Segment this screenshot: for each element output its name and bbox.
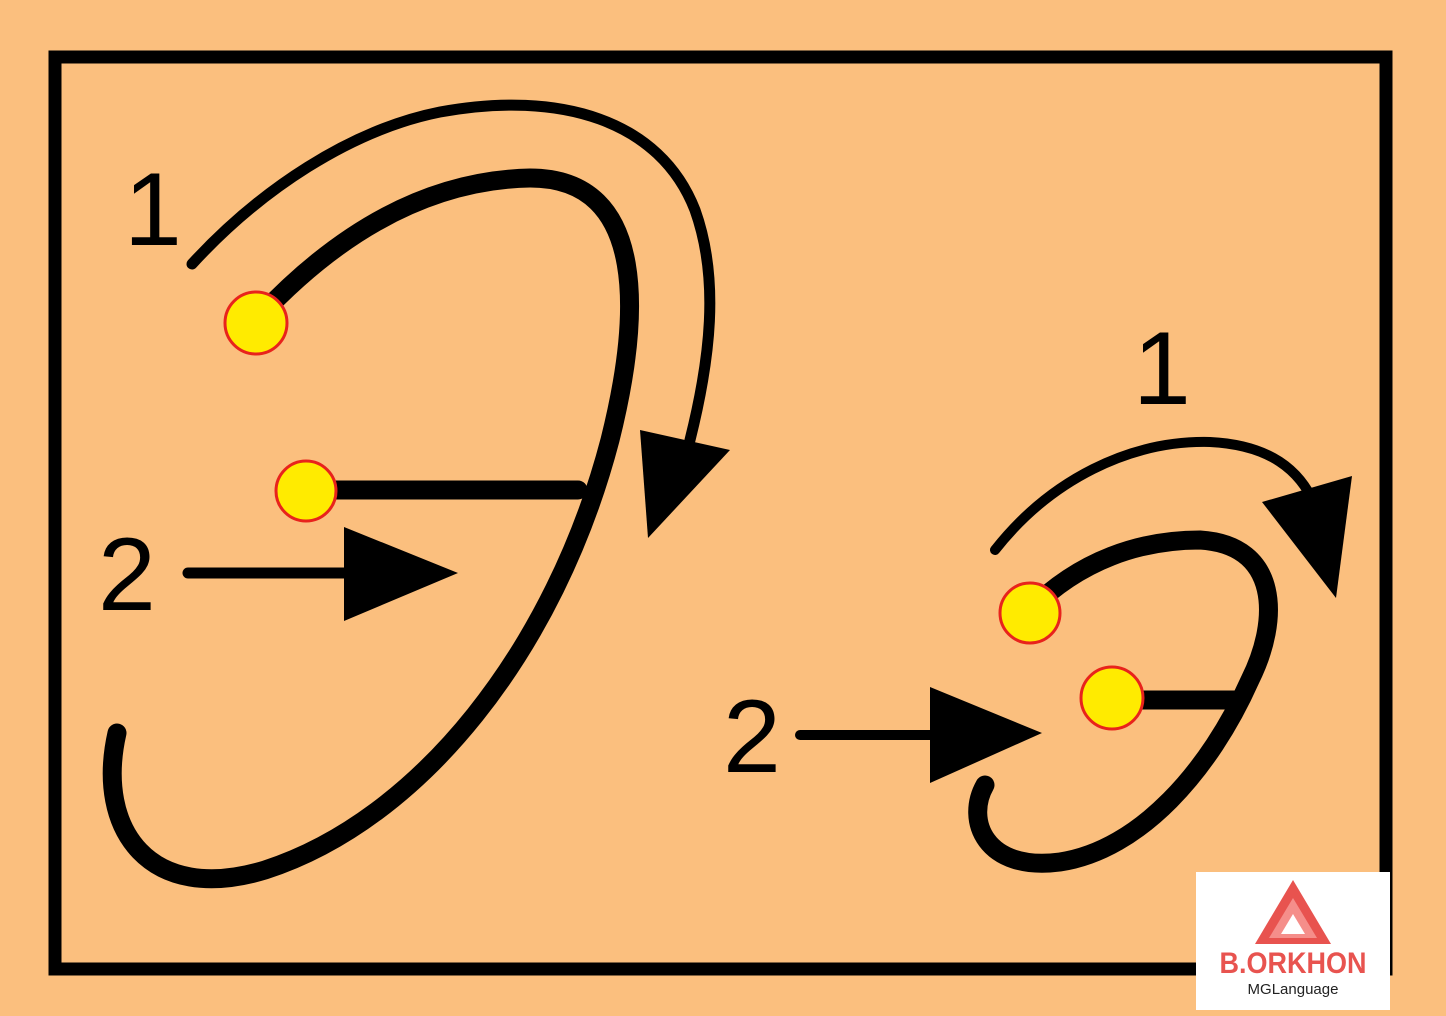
logo-title: B.ORKHON: [1219, 946, 1367, 980]
triangle-logo-icon: [1255, 880, 1331, 944]
large-stroke-1-arrow: [186, 99, 716, 446]
large-stroke-2-start-dot: [274, 459, 338, 523]
large-stroke-1-start-dot: [223, 290, 289, 356]
large-stroke-2-number: 2: [98, 517, 156, 633]
logo-subtitle: MGLanguage: [1247, 981, 1339, 998]
small-stroke-2-number: 2: [723, 679, 781, 795]
large-letter: 1 2: [98, 99, 730, 889]
large-stroke-2-arrowhead: [344, 527, 458, 621]
small-stroke-2-start-dot: [1079, 665, 1145, 731]
small-letter-main-stroke: [968, 530, 1278, 873]
small-stroke-1-number: 1: [1133, 311, 1191, 427]
small-stroke-1-arrow: [990, 436, 1320, 555]
large-stroke-1-number: 1: [124, 152, 182, 268]
small-stroke-2-arrowhead: [930, 687, 1042, 783]
large-stroke-1-arrowhead: [640, 430, 730, 538]
brand-logo: B.ORKHON MGLanguage: [1196, 872, 1390, 1010]
small-letter: 1 2: [723, 311, 1352, 873]
small-stroke-1-start-dot: [998, 581, 1062, 645]
large-letter-main-stroke: [102, 168, 639, 889]
diagram-frame: [48, 50, 1393, 976]
small-stroke-1-arrowhead: [1262, 476, 1352, 598]
